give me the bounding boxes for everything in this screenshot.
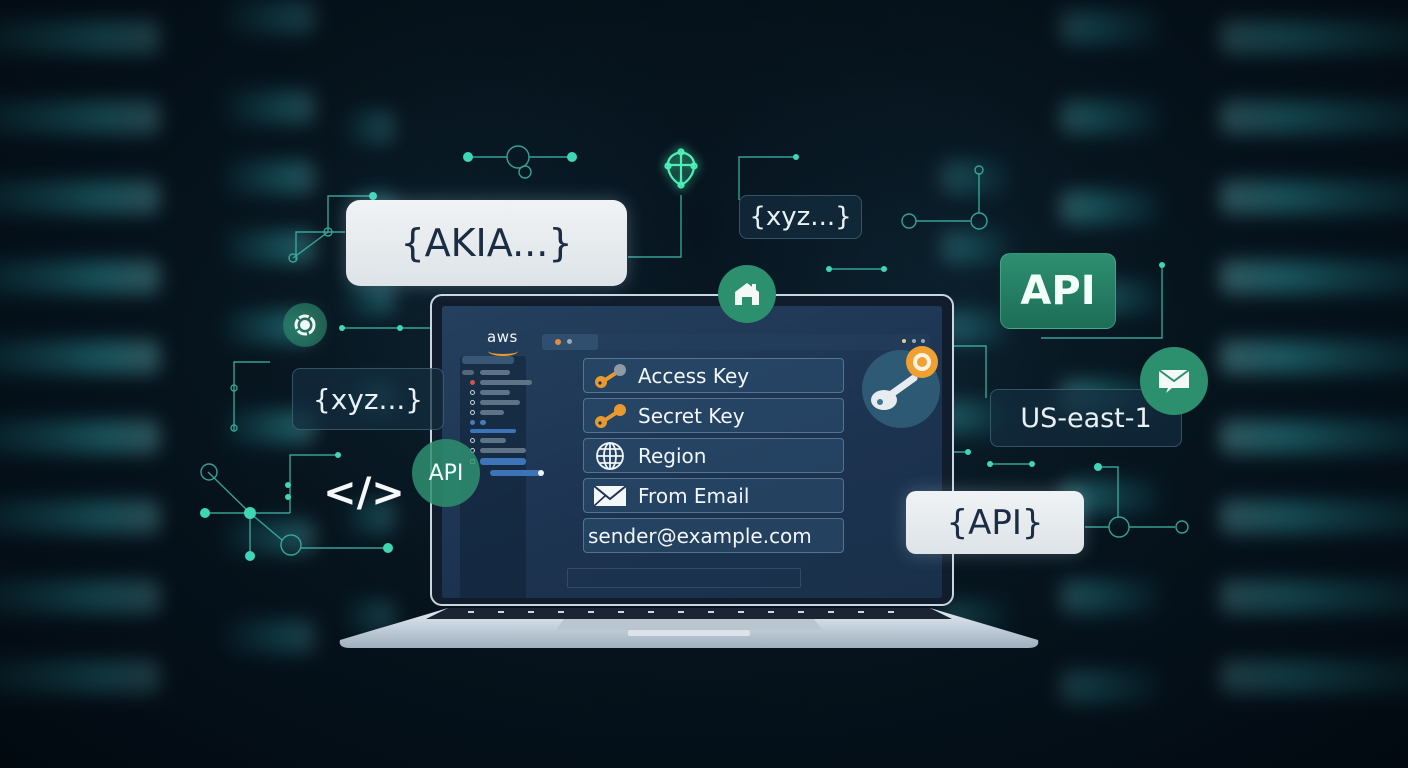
xyz-top-text: {xyz...} [749,202,852,232]
api-green-callout: API [1000,253,1116,329]
region-field[interactable]: Region [583,438,844,473]
console-topbar [542,334,930,350]
secret-key-field[interactable]: Secret Key [583,398,844,433]
aws-console: aws Acc [442,306,942,598]
api-braces-callout: {API} [906,491,1084,554]
api-circle-badge: API [412,439,480,507]
globe-icon [592,441,628,470]
aws-logo: aws [487,328,518,346]
from-email-label: From Email [638,483,750,508]
email-value: sender@example.com [588,523,812,548]
envelope-icon [592,482,628,510]
status-bar [567,568,801,588]
key-icon [592,402,628,430]
akia-callout: {AKIA...} [346,200,627,286]
code-tag-icon: </> [323,470,405,516]
gear-icon [283,303,327,347]
akia-text: {AKIA...} [400,221,573,265]
key-badge-icon [862,346,940,428]
email-input[interactable]: sender@example.com [583,518,844,553]
access-key-label: Access Key [638,363,750,388]
home-icon [718,265,776,323]
mail-icon [1140,347,1208,415]
laptop-screen: aws Acc [430,294,954,606]
aws-smile-icon [488,346,518,356]
laptop-base [338,606,1040,650]
from-email-field[interactable]: From Email [583,478,844,513]
access-key-field[interactable]: Access Key [583,358,844,393]
region-label: Region [638,443,707,468]
xyz-callout-left: {xyz...} [292,368,444,430]
secret-key-label: Secret Key [638,403,745,428]
key-icon [592,362,628,390]
xyz-left-text: {xyz...} [312,382,424,416]
xyz-callout-top: {xyz...} [739,195,862,239]
shield-icon [659,146,703,190]
